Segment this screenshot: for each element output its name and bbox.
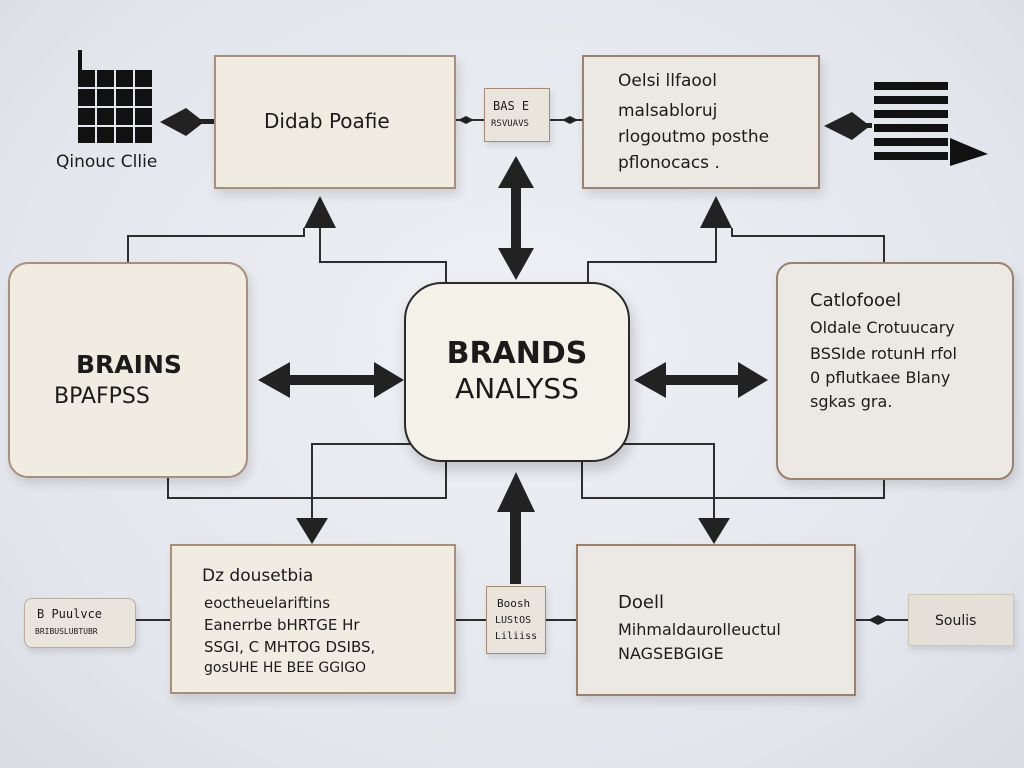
center-node: BRANDS ANALYSS (404, 282, 630, 462)
top-chip-line1: BAS E (493, 99, 530, 113)
grid-table-icon (78, 50, 152, 143)
right-box: Catlofooel Oldale Crotuucary BSSIde rotu… (776, 262, 1014, 480)
left-pill-line1: B Puulvce (37, 607, 103, 621)
bottom-chip-line3: Liliiss (495, 631, 538, 642)
top-left-box: Didab Poafie (214, 55, 456, 189)
right-box-line2: Oldale Crotuucary (810, 318, 955, 337)
right-tag-label: Soulis (935, 613, 977, 629)
bottom-left-box-line4: SSGI, C MHTOG DSIBS, (204, 638, 376, 656)
top-chip: BAS E RSVUAVS (484, 88, 550, 142)
bottom-chip-line2: LUStOS (495, 615, 532, 626)
bottom-left-box-line5: gosUHE HE BEE GGIGO (204, 660, 367, 676)
bottom-left-box-line2: eoctheuelariftins (204, 594, 331, 612)
top-chip-line2: RSVUAVS (491, 119, 529, 129)
center-title-line2: ANALYSS (455, 372, 579, 405)
top-left-box-label: Didab Poafie (264, 109, 390, 133)
right-box-line5: sgkas gra. (810, 392, 893, 411)
top-right-box-line2: malsabloruj (618, 101, 718, 121)
bottom-right-box: Doell Mihmaldaurolleuctul NAGSEBGIGE (576, 544, 856, 696)
left-pill: B Puulvce BRIBUSLUBTUBR (24, 598, 136, 648)
grid-icon-caption: Qinouc Cllie (56, 152, 158, 172)
right-box-line1: Catlofooel (810, 290, 902, 311)
bottom-left-box-line3: Eanerrbe bHRTGE Hr (204, 616, 360, 634)
bottom-chip-line1: Boosh (497, 597, 531, 610)
bottom-left-box-line1: Dz dousetbia (202, 566, 314, 586)
stacked-lines-icon (874, 82, 988, 166)
right-tag: Soulis (908, 594, 1014, 646)
bottom-left-box: Dz dousetbia eoctheuelariftins Eanerrbe … (170, 544, 456, 694)
top-right-box-line4: pflonocacs . (618, 153, 720, 173)
right-box-line4: 0 pflutkaee Blany (810, 368, 951, 387)
top-right-box-line3: rlogoutmo posthe (618, 127, 770, 147)
bottom-right-box-line1: Doell (618, 592, 664, 613)
top-right-box-line1: Oelsi llfaool (618, 71, 717, 91)
left-box-line1: BRAINS (76, 350, 182, 379)
bottom-right-box-line2: Mihmaldaurolleuctul (618, 620, 781, 639)
bottom-chip: Boosh LUStOS Liliiss (486, 586, 546, 654)
top-right-box: Oelsi llfaool malsabloruj rlogoutmo post… (582, 55, 820, 189)
center-title-line1: BRANDS (446, 336, 588, 371)
bottom-right-box-line3: NAGSEBGIGE (618, 644, 724, 663)
left-pill-line2: BRIBUSLUBTUBR (35, 627, 98, 636)
left-box: BRAINS BPAFPSS (8, 262, 248, 478)
right-box-line3: BSSIde rotunH rfol (810, 344, 957, 363)
left-box-line2: BPAFPSS (54, 384, 150, 409)
